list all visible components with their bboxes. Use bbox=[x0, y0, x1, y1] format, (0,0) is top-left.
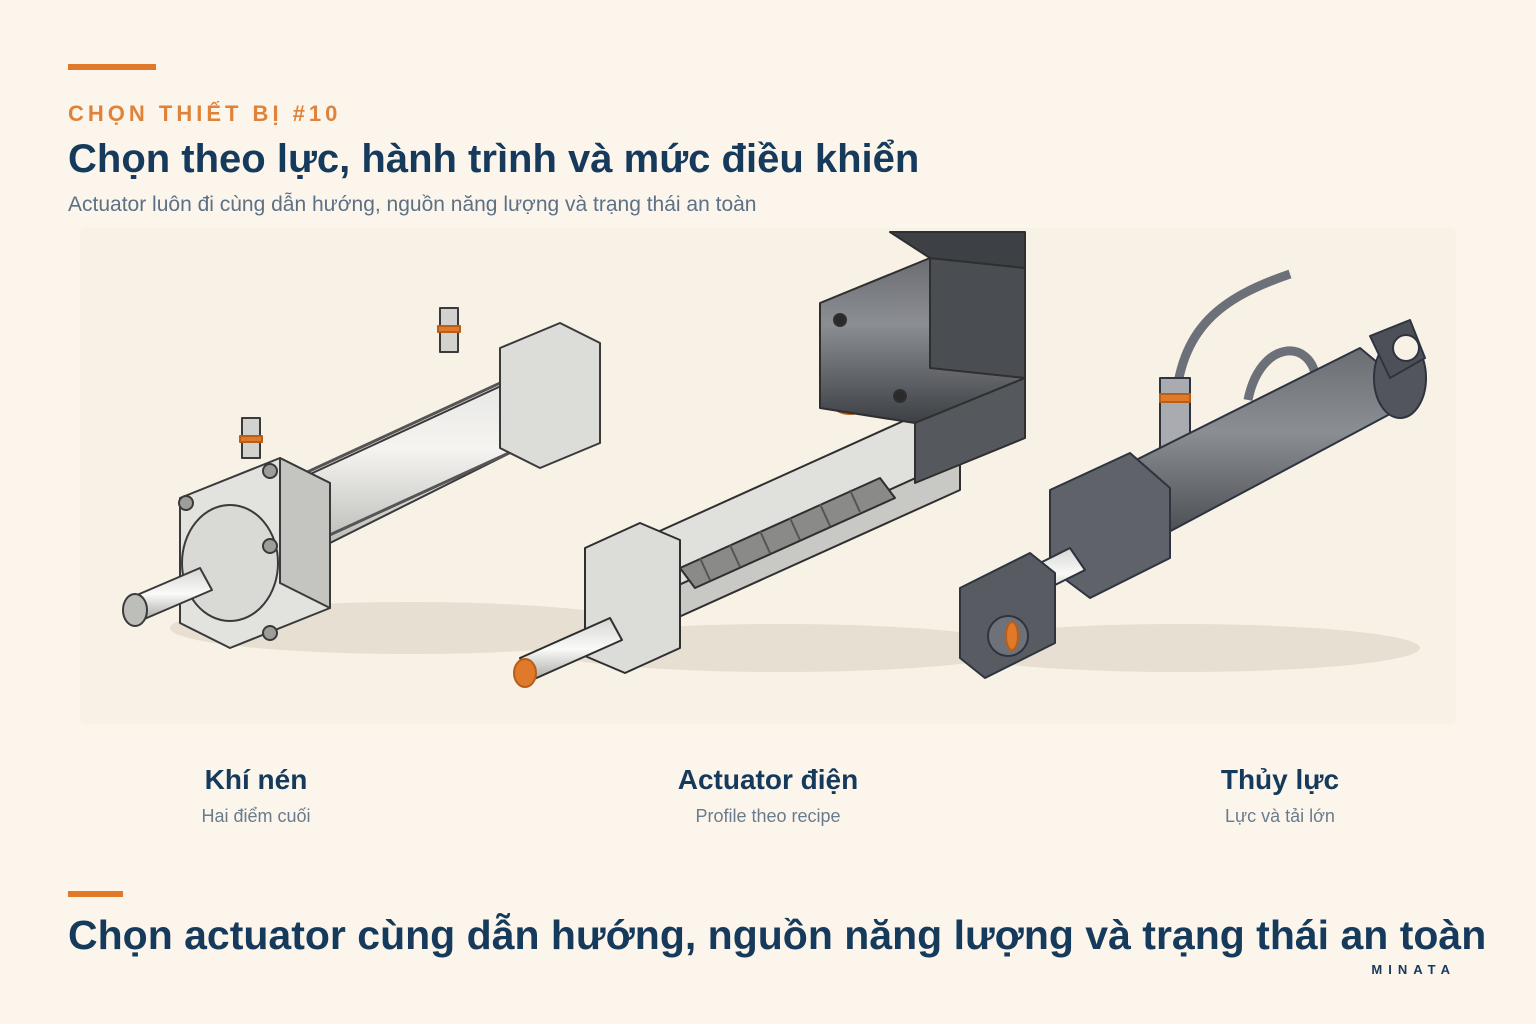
page-subtitle: Actuator luôn đi cùng dẫn hướng, nguồn n… bbox=[68, 193, 757, 216]
electric-caption: Actuator điện Profile theo recipe bbox=[588, 764, 948, 827]
page-title: Chọn theo lực, hành trình và mức điều kh… bbox=[68, 137, 920, 181]
pneumatic-caption: Khí nén Hai điểm cuối bbox=[76, 764, 436, 827]
hydraulic-cylinder-icon bbox=[940, 269, 1427, 679]
brand-logo: MINATA bbox=[1371, 962, 1456, 977]
bottom-accent-rule bbox=[68, 891, 123, 897]
pneumatic-title: Khí nén bbox=[204, 764, 308, 795]
pneumatic-subtitle: Hai điểm cuối bbox=[201, 806, 311, 826]
actuator-illustration bbox=[80, 228, 1456, 724]
pneumatic-cylinder-icon bbox=[122, 307, 650, 654]
hydraulic-subtitle: Lực và tải lớn bbox=[1225, 806, 1335, 826]
hydraulic-title: Thủy lực bbox=[1220, 764, 1340, 795]
top-accent-rule bbox=[68, 64, 156, 70]
electric-subtitle: Profile theo recipe bbox=[695, 806, 841, 826]
electric-title: Actuator điện bbox=[677, 764, 859, 795]
section-kicker: CHỌN THIẾT BỊ #10 bbox=[68, 101, 342, 126]
footer-title: Chọn actuator cùng dẫn hướng, nguồn năng… bbox=[68, 912, 1487, 958]
electric-actuator-icon bbox=[513, 231, 1026, 688]
hydraulic-caption: Thủy lực Lực và tải lớn bbox=[1100, 764, 1460, 827]
